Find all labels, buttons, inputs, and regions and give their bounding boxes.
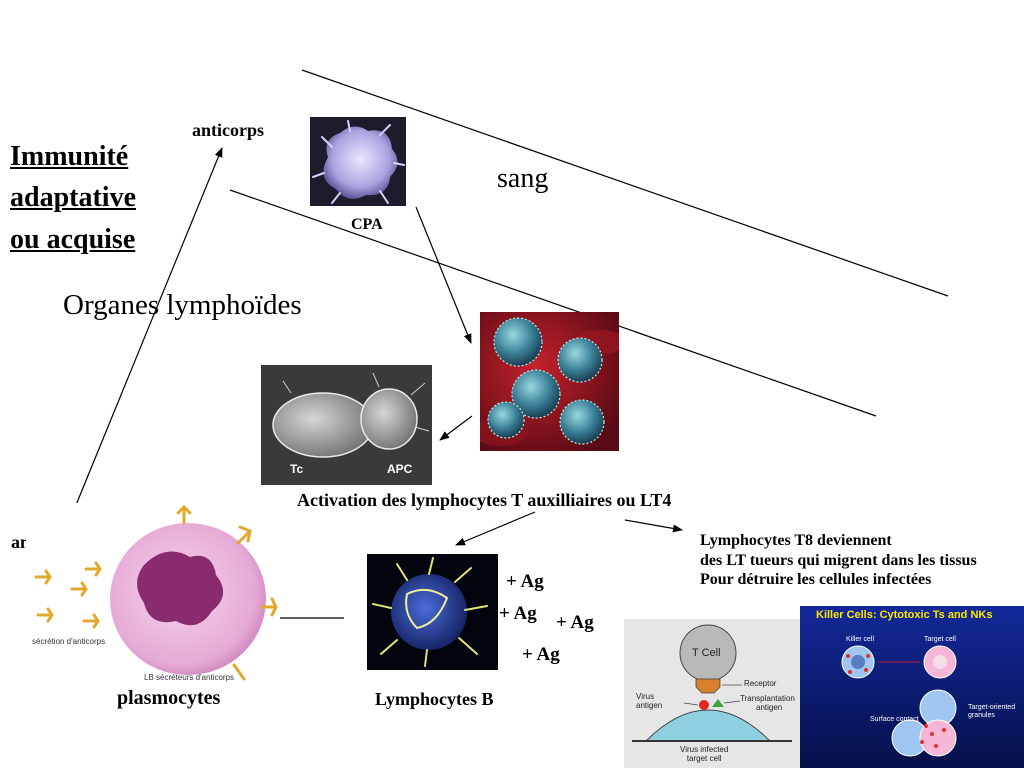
t8-line-1: Lymphocytes T8 deviennent bbox=[700, 532, 892, 549]
tc-text: Tc bbox=[290, 462, 304, 476]
t8-line-2: des LT tueurs qui migrent dans les tissu… bbox=[700, 551, 977, 569]
plasmocytes-label: plasmocytes bbox=[117, 687, 221, 709]
lymphocyte-b-cell-icon bbox=[367, 554, 498, 670]
organes-label: Organes lymphoïdes bbox=[63, 289, 302, 321]
t8-description: Lymphocytes T8 deviennent des LT tueurs … bbox=[700, 531, 1024, 590]
arrow-to-anticorps-top bbox=[75, 147, 223, 506]
lymphocytes-cluster-icon bbox=[480, 312, 619, 451]
tc-apc-cells-icon bbox=[261, 365, 432, 485]
arrow-activation-to-t8 bbox=[624, 519, 683, 533]
arrow-activation-to-lb bbox=[455, 511, 536, 546]
antigen-label-2: + Ag bbox=[499, 603, 537, 624]
cpa-image bbox=[310, 117, 406, 206]
secretion-text: sécrétion d'anticorps bbox=[32, 637, 106, 646]
activation-label: Activation des lymphocytes T auxilliaire… bbox=[297, 490, 672, 510]
lymphocytes-blood-image bbox=[480, 312, 619, 451]
vessel-line-top bbox=[301, 69, 949, 297]
arrow-to-tc-apc bbox=[439, 415, 473, 441]
antigen-label-3: + Ag bbox=[556, 612, 594, 633]
tcell-diagram: T Cell Receptor Virus antigen Transplant… bbox=[624, 619, 800, 768]
title-line-1: Immunité bbox=[10, 141, 129, 172]
lymphocytes-b-label: Lymphocytes B bbox=[375, 689, 494, 709]
apc-text: APC bbox=[387, 462, 413, 476]
dendritic-cell-icon bbox=[310, 117, 406, 206]
killer-cells-diagram: Killer Cells: Cytotoxic Ts and NKs Kille… bbox=[800, 606, 1024, 768]
killer-cell-text: Killer cell bbox=[846, 636, 875, 643]
vessel-line-bottom bbox=[229, 189, 877, 417]
target-cell-text: Target cell bbox=[924, 636, 956, 643]
cpa-label: CPA bbox=[351, 216, 383, 233]
arrow-cpa-to-lymphocytes bbox=[415, 206, 472, 344]
sang-label: sang bbox=[497, 163, 549, 194]
antigen-label-1: + Ag bbox=[506, 571, 544, 592]
killer-title-text: Killer Cells: Cytotoxic Ts and NKs bbox=[816, 609, 993, 621]
granules-text: Target-oriented granules bbox=[968, 704, 1016, 719]
plasmocyte-cell-icon bbox=[26, 503, 280, 686]
receptor-text: Receptor bbox=[744, 679, 777, 688]
tcell-text: T Cell bbox=[692, 647, 721, 659]
tc-apc-image: Tc APC bbox=[261, 365, 432, 485]
anticorps-top-label: anticorps bbox=[192, 120, 264, 140]
virus-antigen-text: Virus antigen bbox=[636, 692, 663, 710]
plasmocyte-image: sécrétion d'anticorps LB sécréteurs d'an… bbox=[26, 503, 280, 686]
t8-line-3: Pour détruire les cellules infectées bbox=[700, 571, 932, 589]
transplantation-antigen-text: Transplantation antigen bbox=[740, 694, 795, 712]
page-title: Immunité adaptative ou acquise bbox=[10, 136, 136, 260]
title-line-3: ou acquise bbox=[10, 223, 136, 255]
lb-secreteurs-text: LB sécréteurs d'anticorps bbox=[144, 673, 235, 682]
tcell-receptor-icon bbox=[624, 619, 800, 768]
title-line-2: adaptative bbox=[10, 182, 136, 214]
surface-contact-text: Surface contact bbox=[870, 716, 919, 723]
antigen-label-4: + Ag bbox=[522, 644, 560, 665]
lymphocyte-b-image bbox=[367, 554, 498, 670]
killer-cells-icon bbox=[800, 606, 1024, 768]
infected-target-text: Virus infected target cell bbox=[680, 745, 729, 764]
